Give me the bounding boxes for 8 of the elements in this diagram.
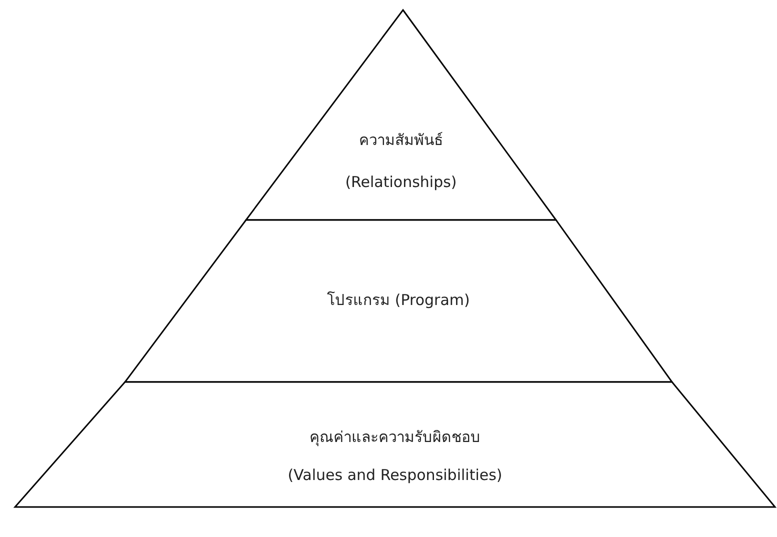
- level-label: (Relationships): [345, 172, 457, 192]
- level-label: โปรแกรม (Program): [327, 290, 470, 310]
- level-label: ความสัมพันธ์: [359, 130, 443, 150]
- level-label: (Values and Responsibilities): [288, 465, 502, 485]
- level-label: คุณค่าและความรับผิดชอบ: [310, 427, 480, 447]
- pyramid-level: [15, 382, 775, 507]
- pyramid-level: [125, 220, 672, 382]
- pyramid-level: [246, 10, 556, 220]
